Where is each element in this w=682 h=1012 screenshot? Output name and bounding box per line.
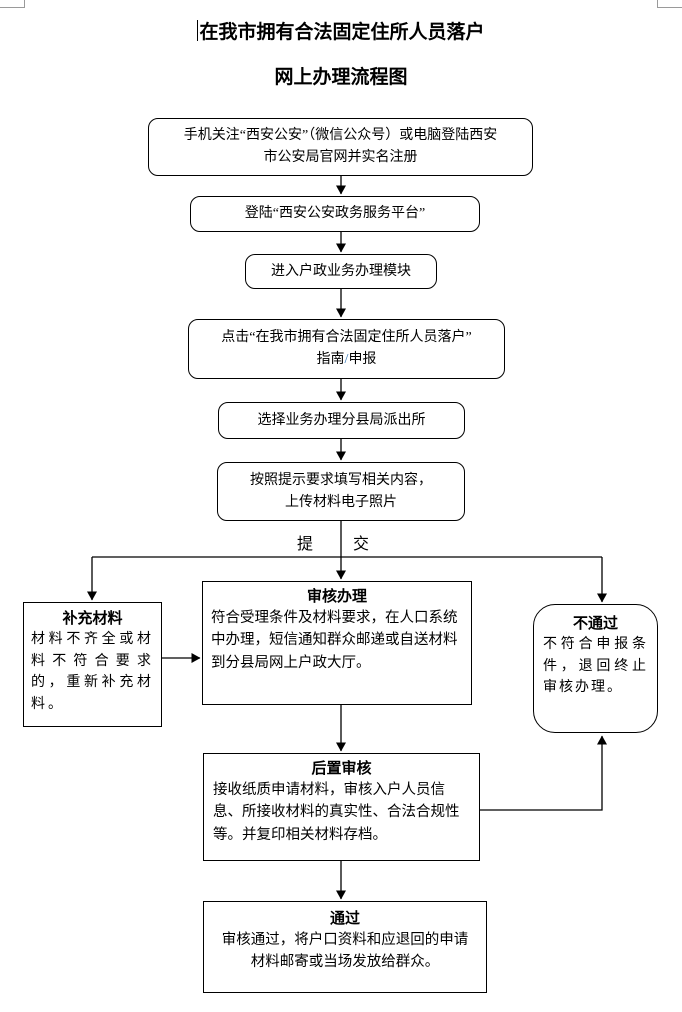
step-enter-module-box: 进入户政业务办理模块 (245, 254, 437, 289)
supplement-materials-body: 材料不齐全或材料不符合要求的，重新补充材料。 (31, 632, 154, 713)
step-enter-module-label: 进入户政业务办理模块 (271, 263, 411, 279)
passed-box: 通过 审核通过，将户口资料和应退回的申请材料邮寄或当场发放给群众。 (203, 901, 487, 993)
review-process-title: 审核办理 (306, 588, 367, 605)
step-register-box: 手机关注“西安公安”（微信公众号）或电脑登陆西安 市公安局官网并实名注册 (148, 118, 533, 176)
step-click-item-line1: 点击“在我市拥有合法固定住所人员落户” (221, 330, 472, 346)
page-title: 在我市拥有合法固定住所人员落户 网上办理流程图 (0, 20, 682, 113)
step-register-line2: 市公安局官网并实名注册 (263, 150, 418, 165)
rejected-body: 不符合申报条件，退回终止审核办理。 (543, 637, 648, 696)
step-select-station-box: 选择业务办理分县局派出所 (218, 402, 465, 439)
table-corner-mark-right (657, 0, 682, 8)
step-login-label: 登陆“西安公安政务服务平台” (244, 206, 426, 222)
post-review-title: 后置审核 (311, 760, 372, 777)
post-review-box: 后置审核 接收纸质申请材料，审核入户人员信息、所接收材料的真实性、合法合规性等。… (203, 753, 480, 861)
rejected-box: 不通过 不符合申报条件，退回终止审核办理。 (533, 604, 658, 733)
submit-char-2: 交 (352, 536, 369, 553)
step-login-box: 登陆“西安公安政务服务平台” (190, 196, 480, 232)
post-review-body: 接收纸质申请材料，审核入户人员信息、所接收材料的真实性、合法合规性等。并复印相关… (213, 782, 460, 843)
page-title-line2: 网上办理流程图 (274, 67, 408, 88)
step-register-line1: 手机关注“西安公安”（微信公众号）或电脑登陆西安 (183, 128, 498, 144)
submit-label: 提 交 (297, 535, 369, 554)
step-click-item-line2: 指南/申报 (316, 352, 377, 367)
supplement-materials-title: 补充材料 (62, 610, 123, 627)
review-process-box: 审核办理 符合受理条件及材料要求，在人口系统中办理，短信通知群众邮递或自送材料到… (202, 581, 472, 705)
text-cursor (197, 20, 199, 41)
supplement-materials-box: 补充材料 材料不齐全或材料不符合要求的，重新补充材料。 (23, 602, 162, 727)
step-fill-upload-box: 按照提示要求填写相关内容， 上传材料电子照片 (217, 462, 465, 521)
table-corner-mark-left (0, 0, 25, 8)
guide-apply-slash: / (344, 352, 349, 367)
passed-title: 通过 (329, 910, 360, 927)
rejected-title: 不通过 (572, 615, 618, 632)
step-select-station-label: 选择业务办理分县局派出所 (257, 412, 426, 428)
review-process-body: 符合受理条件及材料要求，在人口系统中办理，短信通知群众邮递或自送材料到分县局网上… (211, 610, 458, 671)
passed-body: 审核通过，将户口资料和应退回的申请材料邮寄或当场发放给群众。 (221, 932, 469, 971)
step-click-item-box: 点击“在我市拥有合法固定住所人员落户” 指南/申报 (188, 319, 505, 379)
page-title-line1: 在我市拥有合法固定住所人员落户 (197, 20, 485, 43)
step-fill-upload-line2: 上传材料电子照片 (285, 494, 397, 510)
submit-char-1: 提 (297, 536, 314, 553)
step-fill-upload-line1: 按照提示要求填写相关内容， (250, 472, 432, 488)
